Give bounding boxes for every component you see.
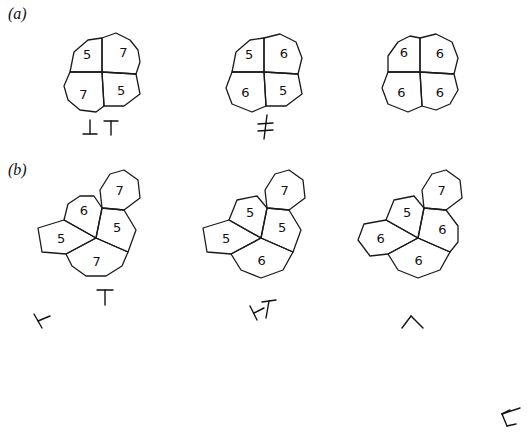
- side-count: 5: [246, 206, 254, 219]
- panel-label: (a): [8, 6, 27, 22]
- side-count: 5: [279, 84, 287, 97]
- polygon-cell: 7: [422, 170, 462, 210]
- side-count: 5: [117, 84, 125, 97]
- polygon-cell: 6: [226, 72, 266, 112]
- polygon-cell: 7: [102, 33, 140, 74]
- cell-outline: [64, 196, 102, 238]
- polygon-cell: 5: [229, 196, 267, 238]
- side-count: 6: [397, 86, 405, 99]
- side-count: 7: [79, 88, 87, 101]
- polygon-cell: 6: [358, 220, 418, 256]
- polygon-cell: 6: [388, 36, 420, 72]
- side-count: 7: [92, 255, 100, 268]
- polygon-cell: 5: [102, 72, 140, 106]
- cell-outline: [38, 220, 96, 254]
- side-count: 7: [119, 46, 127, 59]
- polygon-cell: 5: [203, 220, 261, 254]
- polygon-cell: 5: [38, 220, 96, 254]
- polygon-cell: 6: [418, 208, 458, 252]
- polygon-cell: 5: [232, 38, 264, 72]
- side-count: 6: [436, 86, 444, 99]
- cell-outline: [358, 220, 418, 256]
- side-count: 6: [280, 47, 288, 60]
- side-count: 5: [222, 232, 230, 245]
- polygon-cell: 6: [264, 34, 302, 74]
- polygon-cell: 5: [261, 208, 301, 252]
- side-count: 5: [57, 232, 65, 245]
- polygon-cell: 6: [231, 238, 293, 278]
- polygon-cell: 6: [388, 238, 450, 278]
- side-count: 5: [245, 48, 253, 61]
- side-count: 6: [80, 204, 88, 217]
- side-count: 7: [281, 184, 289, 197]
- side-count: 6: [258, 254, 266, 267]
- side-count: 6: [400, 46, 408, 59]
- side-count: 7: [438, 184, 446, 197]
- polygon-cell: 5: [70, 38, 102, 72]
- cell-outline: [418, 208, 458, 252]
- polygon-cell: 7: [100, 170, 140, 210]
- polygon-cell: 6: [64, 196, 102, 238]
- polygon-cell: 5: [386, 196, 424, 238]
- side-count: 6: [415, 254, 423, 267]
- side-count: 5: [278, 221, 286, 234]
- side-count: 6: [377, 232, 385, 245]
- polygon-cell: 6: [420, 72, 458, 110]
- polygon-cell: 6: [382, 72, 422, 112]
- side-count: 6: [436, 47, 444, 60]
- polygon-cell: 7: [265, 170, 305, 210]
- polygon-cell: 7: [66, 238, 128, 276]
- polygon-cell: 5: [264, 72, 302, 106]
- side-count: 5: [403, 206, 411, 219]
- side-count: 7: [116, 184, 124, 197]
- cell-outline: [203, 220, 261, 254]
- side-count: 6: [438, 223, 446, 236]
- polygon-cell: 7: [64, 72, 104, 112]
- side-count: 5: [83, 48, 91, 61]
- polygon-cell: 6: [420, 34, 458, 74]
- side-count: 5: [113, 221, 121, 234]
- side-count: 6: [241, 86, 249, 99]
- polygon-cell: 5: [96, 208, 136, 252]
- panel-label: (b): [8, 162, 27, 178]
